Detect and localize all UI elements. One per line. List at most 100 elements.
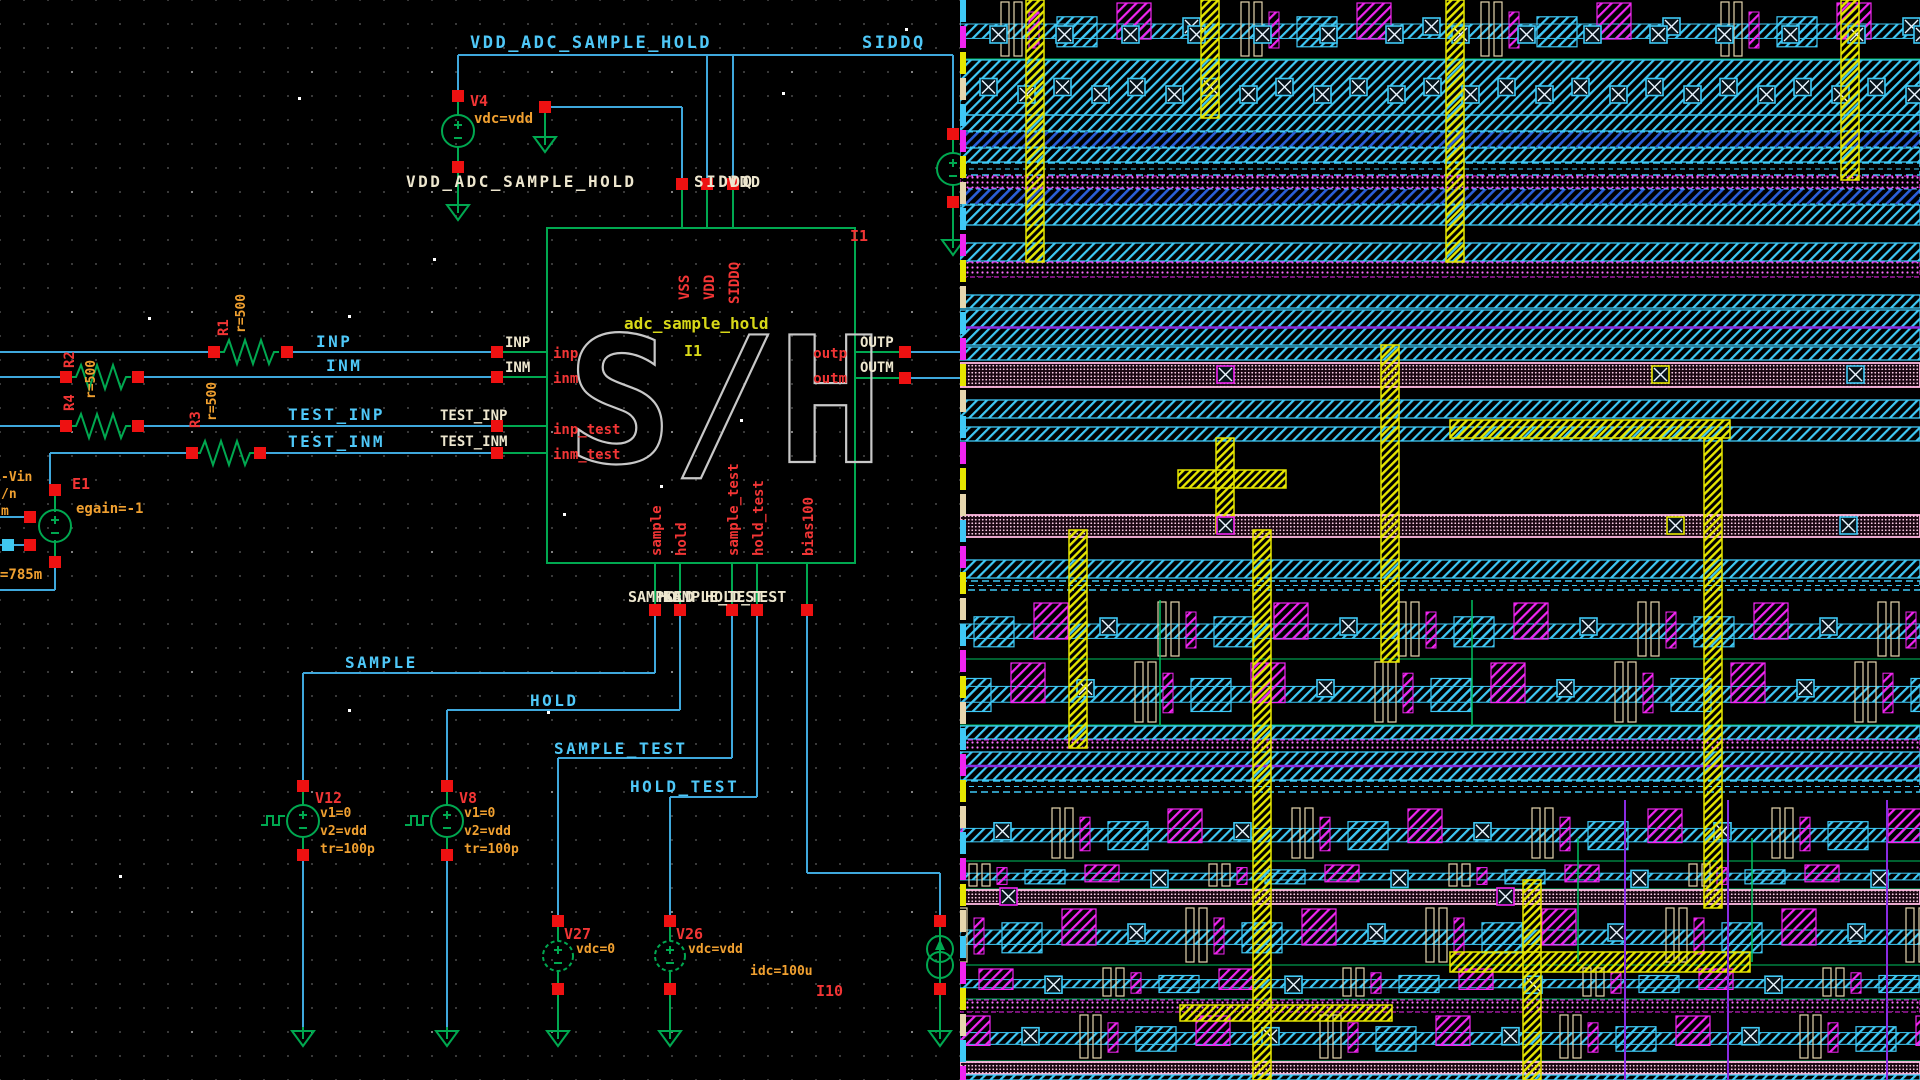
- solder-pin[interactable]: [491, 447, 503, 459]
- current-source[interactable]: [926, 935, 954, 979]
- schematic-label[interactable]: bias100: [801, 497, 817, 556]
- ground-symbol[interactable]: [434, 1027, 460, 1048]
- solder-pin[interactable]: [491, 371, 503, 383]
- schematic-label[interactable]: TEST_INM: [288, 432, 385, 451]
- schematic-label[interactable]: v1=0: [320, 806, 351, 821]
- resistor[interactable]: [71, 410, 131, 442]
- solder-pin[interactable]: [49, 556, 61, 568]
- schematic-label[interactable]: hold_test: [751, 480, 767, 556]
- schematic-label[interactable]: v2=vdd: [464, 824, 511, 839]
- solder-pin[interactable]: [727, 178, 739, 190]
- layout-canvas[interactable]: [960, 0, 1920, 1080]
- schematic-label[interactable]: R4: [62, 394, 78, 411]
- schematic-label[interactable]: HOLD_TEST: [705, 588, 786, 606]
- ground-symbol[interactable]: [657, 1027, 683, 1048]
- schematic-label[interactable]: R1: [216, 319, 232, 336]
- solder-pin[interactable]: [899, 346, 911, 358]
- schematic-label[interactable]: SIDDQ: [694, 172, 755, 191]
- schematic-label[interactable]: idc=100u: [750, 964, 813, 979]
- schematic-label[interactable]: VDD: [728, 173, 763, 191]
- solder-pin[interactable]: [674, 604, 686, 616]
- solder-pin[interactable]: [186, 447, 198, 459]
- solder-pin[interactable]: [297, 849, 309, 861]
- pulse-source[interactable]: [405, 804, 464, 838]
- schematic-label[interactable]: sample_test: [726, 463, 742, 556]
- schematic-label[interactable]: tr=100p: [464, 842, 519, 857]
- schematic-label[interactable]: vdc=vdd: [474, 111, 533, 127]
- solder-pin[interactable]: [947, 128, 959, 140]
- schematic-label[interactable]: r=500: [84, 360, 99, 399]
- schematic-label[interactable]: SAMPLE: [345, 653, 418, 672]
- schematic-label[interactable]: V26: [676, 925, 703, 943]
- solder-pin[interactable]: [281, 346, 293, 358]
- schematic-label[interactable]: INP: [505, 335, 530, 351]
- solder-pin[interactable]: [751, 604, 763, 616]
- solder-pin[interactable]: [297, 780, 309, 792]
- voltage-source[interactable]: [441, 114, 475, 148]
- solder-pin[interactable]: [539, 101, 551, 113]
- schematic-label[interactable]: v1=0: [464, 806, 495, 821]
- pulse-source[interactable]: [261, 804, 320, 838]
- solder-pin[interactable]: [254, 447, 266, 459]
- schematic-label[interactable]: I1: [684, 342, 702, 360]
- vcvs-source[interactable]: [38, 509, 72, 543]
- solder-pin[interactable]: [491, 420, 503, 432]
- schematic-label[interactable]: VDD_ADC_SAMPLE_HOLD: [470, 33, 712, 53]
- solder-pin[interactable]: [664, 983, 676, 995]
- schematic-label[interactable]: INP: [316, 332, 352, 351]
- resistor[interactable]: [71, 361, 131, 393]
- schematic-label[interactable]: egain=-1: [76, 501, 143, 517]
- schematic-label[interactable]: v2=vdd: [320, 824, 367, 839]
- schematic-label[interactable]: r=500: [205, 382, 220, 421]
- solder-pin[interactable]: [664, 915, 676, 927]
- schematic-label[interactable]: hold: [674, 522, 690, 556]
- schematic-label[interactable]: SAMPLE: [628, 588, 682, 606]
- schematic-label[interactable]: I10: [816, 982, 843, 1000]
- schematic-label[interactable]: inm_test: [553, 447, 620, 463]
- resistor[interactable]: [195, 437, 255, 469]
- schematic-label[interactable]: VSS: [677, 275, 693, 300]
- solder-pin[interactable]: [726, 604, 738, 616]
- schematic-label[interactable]: R2: [62, 351, 78, 368]
- schematic-label[interactable]: m: [1, 504, 9, 519]
- schematic-label[interactable]: SIDDQ: [727, 262, 743, 304]
- solder-pin[interactable]: [24, 511, 36, 523]
- solder-pin[interactable]: [701, 178, 713, 190]
- schematic-label[interactable]: vdc=0: [576, 942, 615, 957]
- solder-pin[interactable]: [899, 372, 911, 384]
- schematic-label[interactable]: outm: [813, 371, 847, 387]
- schematic-label[interactable]: V27: [564, 925, 591, 943]
- schematic-label[interactable]: SAMPLE_TEST: [664, 588, 763, 606]
- schematic-label[interactable]: I1: [850, 227, 868, 245]
- schematic-label[interactable]: SIDDQ: [862, 33, 926, 53]
- schematic-label[interactable]: HOLD: [530, 691, 579, 710]
- solder-pin[interactable]: [60, 420, 72, 432]
- schematic-label[interactable]: R3: [188, 411, 204, 428]
- schematic-label[interactable]: =785m: [0, 567, 42, 583]
- dc-source[interactable]: [654, 940, 686, 972]
- schematic-label[interactable]: HOLD: [658, 588, 694, 606]
- schematic-label[interactable]: INM: [505, 360, 530, 376]
- schematic-label[interactable]: TEST_INP: [288, 405, 385, 424]
- solder-pin[interactable]: [60, 371, 72, 383]
- schematic-label[interactable]: adc_sample_hold: [624, 314, 769, 333]
- solder-pin[interactable]: [132, 420, 144, 432]
- dc-source[interactable]: [542, 940, 574, 972]
- schematic-label[interactable]: V12: [315, 789, 342, 807]
- schematic-label[interactable]: /n: [1, 487, 17, 502]
- solder-pin[interactable]: [552, 983, 564, 995]
- schematic-label[interactable]: TEST_INP: [440, 408, 507, 424]
- ground-symbol[interactable]: [545, 1027, 571, 1048]
- schematic-label[interactable]: r=500: [234, 294, 249, 333]
- schematic-label[interactable]: tr=100p: [320, 842, 375, 857]
- solder-pin[interactable]: [649, 604, 661, 616]
- solder-pin[interactable]: [801, 604, 813, 616]
- schematic-label[interactable]: INM: [326, 356, 362, 375]
- solder-pin[interactable]: [552, 915, 564, 927]
- solder-pin[interactable]: [49, 484, 61, 496]
- solder-pin[interactable]: [452, 90, 464, 102]
- schematic-label[interactable]: OUTP: [860, 335, 894, 351]
- schematic-label[interactable]: inp_test: [553, 422, 620, 438]
- schematic-label[interactable]: TEST_INM: [440, 434, 507, 450]
